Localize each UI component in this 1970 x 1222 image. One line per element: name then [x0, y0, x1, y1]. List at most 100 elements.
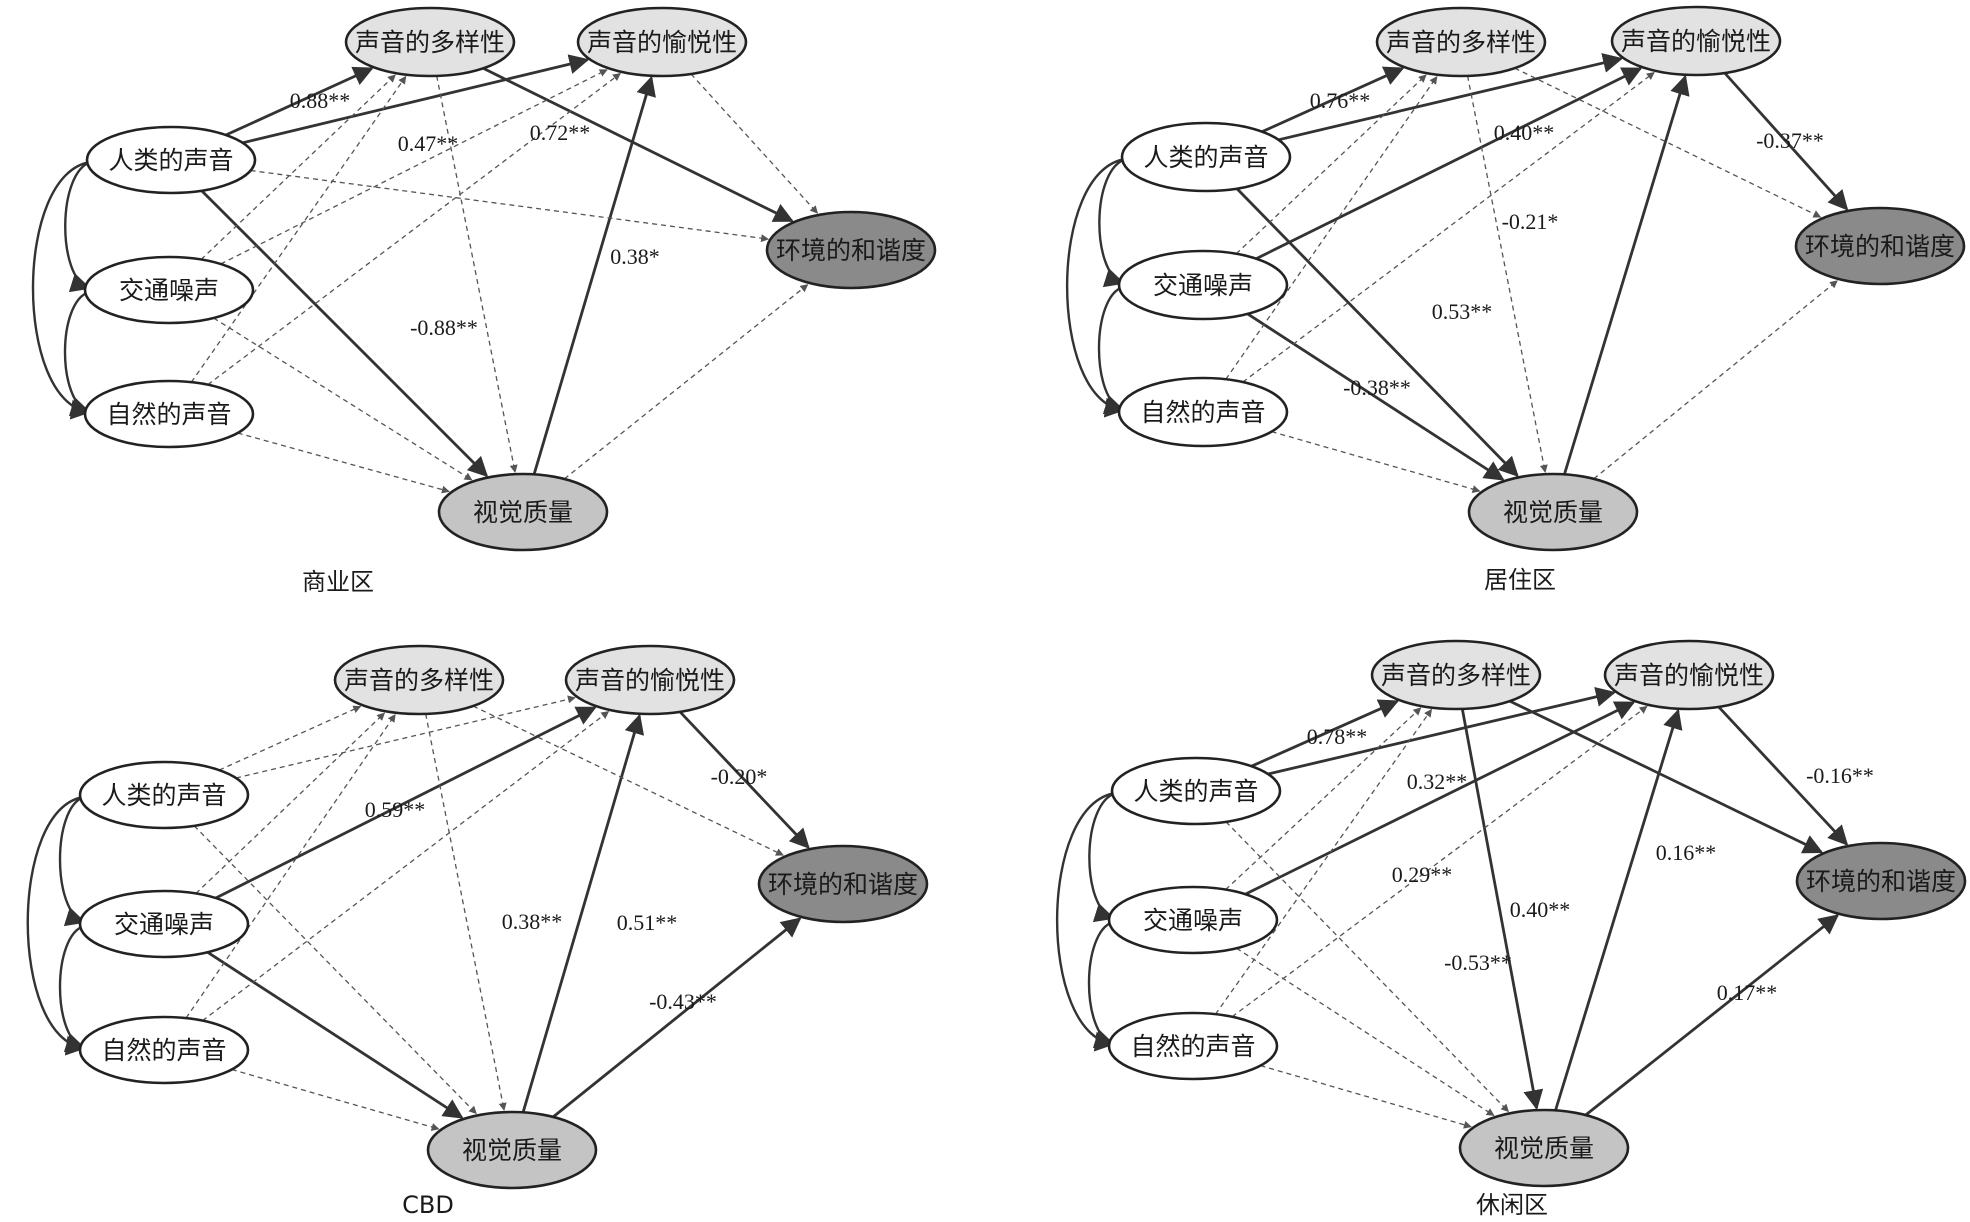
node-label: 声音的愉悦性: [1621, 27, 1771, 56]
path-human-to-diversity: [225, 66, 374, 137]
path-coefficient: -0.43**: [649, 989, 717, 1014]
covariance-arcs: [26, 782, 105, 1056]
node-ellipse: [78, 760, 250, 830]
path-traffic-to-visual: [213, 317, 473, 481]
covariance-arc: [58, 782, 105, 927]
panel-title: CBD: [402, 1191, 454, 1219]
node-ellipse: [1370, 639, 1542, 711]
path-human-to-visual: [1225, 821, 1510, 1113]
node-harmony: 环境的和谐度: [1794, 206, 1966, 286]
path-coefficients: 0.78**-0.16**0.29**0.40**0.16**0.17**0.3…: [1307, 724, 1874, 1005]
path-coefficient: 0.76**: [1310, 88, 1371, 113]
paths: [190, 54, 819, 494]
node-pleasant: 声音的愉悦性: [1610, 5, 1782, 77]
node-ellipse: [1120, 121, 1292, 193]
path-visual-to-pleasant: [1563, 74, 1690, 475]
path-traffic-to-visual: [206, 951, 464, 1119]
node-label: 自然的声音: [1140, 398, 1265, 427]
panel-4: 0.78**-0.16**0.29**0.40**0.16**0.17**0.3…: [1055, 639, 1967, 1219]
covariance-arc: [1065, 146, 1146, 418]
node-ellipse: [1117, 249, 1289, 321]
panel-2: 0.76**0.40**-0.37**-0.21*0.53**-0.38**人类…: [1065, 5, 1966, 594]
node-traffic: 交通噪声: [1117, 249, 1289, 321]
node-human: 人类的声音: [1120, 121, 1292, 193]
node-ellipse: [1117, 376, 1289, 448]
node-label: 交通噪声: [1143, 906, 1243, 935]
path-nature-to-visual: [1271, 430, 1481, 493]
node-diversity: 声音的多样性: [1370, 639, 1542, 711]
path-pleasant-to-harmony: [1717, 705, 1849, 846]
node-ellipse: [1603, 639, 1775, 711]
path-coefficient: 0.38**: [502, 909, 563, 934]
node-ellipse: [83, 255, 255, 325]
node-label: 环境的和谐度: [776, 236, 926, 265]
node-label: 视觉质量: [473, 498, 573, 527]
node-visual: 视觉质量: [437, 472, 609, 552]
path-coefficient: -0.16**: [1806, 763, 1874, 788]
node-diversity: 声音的多样性: [333, 644, 505, 716]
node-label: 环境的和谐度: [768, 870, 918, 899]
covariance-arc: [1055, 780, 1136, 1052]
panel-title: 休闲区: [1476, 1191, 1548, 1219]
node-label: 视觉质量: [1494, 1134, 1594, 1163]
path-visual-to-pleasant: [521, 713, 645, 1113]
node-diversity: 声音的多样性: [1375, 6, 1547, 78]
path-coefficients: -0.20*0.59**0.51**0.38**-0.43**: [365, 764, 768, 1014]
node-ellipse: [1467, 472, 1639, 552]
node-pleasant: 声音的愉悦性: [576, 6, 748, 78]
path-traffic-to-diversity: [195, 712, 386, 894]
node-ellipse: [437, 472, 609, 552]
node-label: 环境的和谐度: [1806, 867, 1956, 896]
path-human-to-pleasant: [242, 54, 590, 145]
node-ellipse: [1107, 885, 1279, 955]
node-ellipse: [344, 6, 516, 78]
node-label: 自然的声音: [1130, 1032, 1255, 1061]
node-label: 自然的声音: [106, 400, 231, 429]
node-nature: 自然的声音: [1117, 376, 1289, 448]
path-human-to-pleasant: [1278, 53, 1624, 142]
path-pleasant-to-harmony: [1723, 72, 1849, 211]
path-human-to-visual: [193, 825, 477, 1115]
node-visual: 视觉质量: [1467, 472, 1639, 552]
path-nature-to-diversity: [1225, 75, 1438, 380]
path-diversity-to-visual: [1466, 75, 1548, 473]
path-coefficient: 0.88**: [290, 88, 351, 113]
node-diversity: 声音的多样性: [344, 6, 516, 78]
node-ellipse: [426, 1110, 598, 1190]
node-ellipse: [564, 644, 736, 716]
covariance-arc: [1097, 272, 1144, 415]
node-ellipse: [85, 125, 257, 195]
path-coefficient: 0.40**: [1510, 897, 1571, 922]
panel-title: 商业区: [302, 568, 374, 596]
path-coefficient: 0.40**: [1494, 120, 1555, 145]
path-coefficient: -0.53**: [1444, 950, 1512, 975]
node-ellipse: [765, 210, 937, 290]
path-coefficient: -0.20*: [711, 764, 768, 789]
panel-3: -0.20*0.59**0.51**0.38**-0.43**人类的声音交通噪声…: [26, 644, 929, 1219]
path-pleasant-to-harmony: [678, 710, 810, 849]
node-harmony: 环境的和谐度: [757, 844, 929, 924]
node-human: 人类的声音: [78, 760, 250, 830]
node-label: 声音的多样性: [1386, 28, 1536, 57]
covariance-arcs: [1055, 778, 1137, 1052]
path-coefficient: 0.38*: [610, 244, 660, 269]
covariance-arcs: [1065, 144, 1147, 418]
path-coefficient: 0.16**: [1656, 840, 1717, 865]
path-traffic-to-diversity: [1235, 74, 1427, 255]
path-pleasant-to-harmony: [690, 73, 819, 214]
path-coefficients: 0.88**0.47**0.72**-0.88**0.38*: [290, 88, 660, 340]
path-nature-to-pleasant: [202, 710, 610, 1022]
path-coefficient: -0.21*: [1502, 209, 1559, 234]
node-pleasant: 声音的愉悦性: [1603, 639, 1775, 711]
node-ellipse: [1110, 756, 1282, 826]
node-visual: 视觉质量: [1458, 1108, 1630, 1188]
node-traffic: 交通噪声: [83, 255, 255, 325]
path-coefficient: 0.47**: [398, 131, 459, 156]
node-human: 人类的声音: [85, 125, 257, 195]
node-ellipse: [1107, 1011, 1279, 1081]
node-nature: 自然的声音: [83, 379, 255, 449]
node-ellipse: [83, 379, 255, 449]
path-coefficient: -0.88**: [410, 315, 478, 340]
